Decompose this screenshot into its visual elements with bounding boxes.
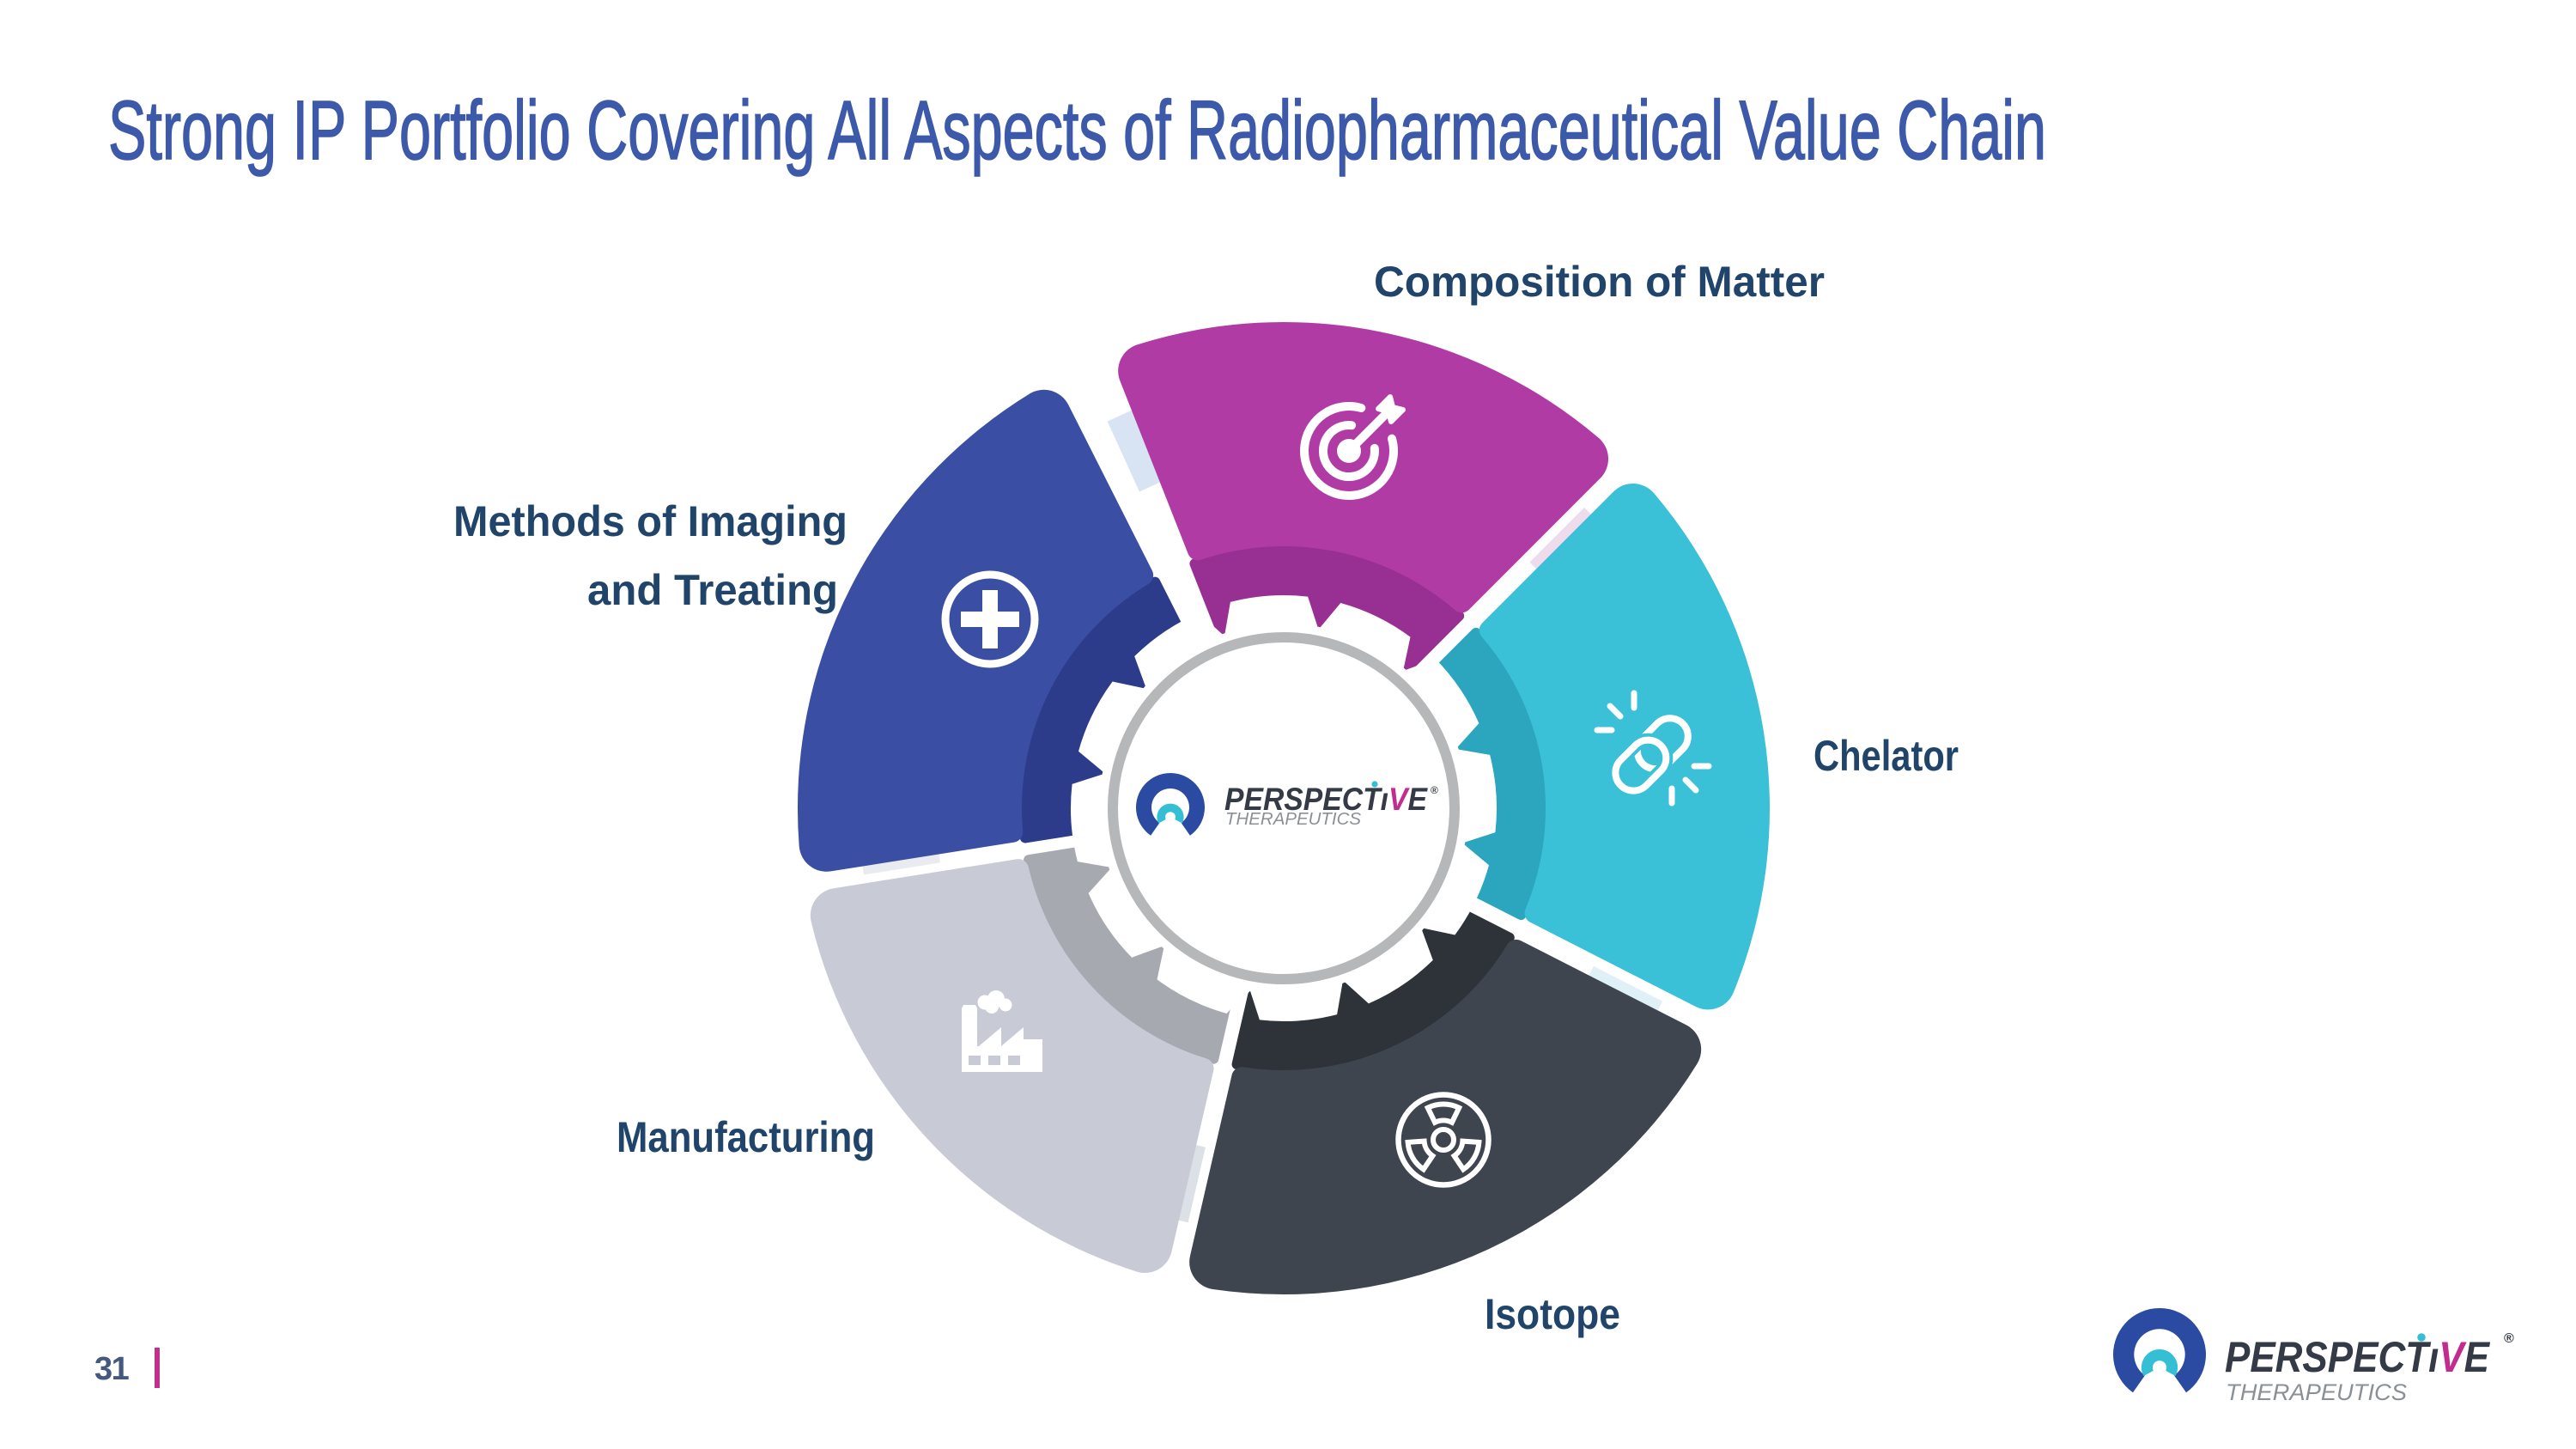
svg-text:Chelator: Chelator (1814, 732, 1959, 780)
svg-text:Strong IP Portfolio Covering A: Strong IP Portfolio Covering All Aspects… (108, 83, 2046, 177)
svg-text:Composition of Matter: Composition of Matter (1374, 258, 1825, 306)
svg-text:Manufacturing: Manufacturing (617, 1113, 875, 1161)
svg-text:®: ® (2504, 1331, 2514, 1346)
svg-text:Methods of Imaging: Methods of Imaging (453, 497, 848, 545)
svg-text:THERAPEUTICS: THERAPEUTICS (2226, 1379, 2407, 1405)
svg-text:PERSPECTıVE: PERSPECTıVE (1224, 782, 1428, 817)
svg-text:31: 31 (94, 1351, 130, 1387)
svg-text:PERSPECTıVE: PERSPECTıVE (2225, 1333, 2490, 1381)
svg-text:Isotope: Isotope (1485, 1290, 1620, 1338)
svg-text:THERAPEUTICS: THERAPEUTICS (1225, 810, 1362, 829)
svg-text:®: ® (1431, 784, 1438, 796)
svg-text:and Treating: and Treating (587, 566, 838, 614)
